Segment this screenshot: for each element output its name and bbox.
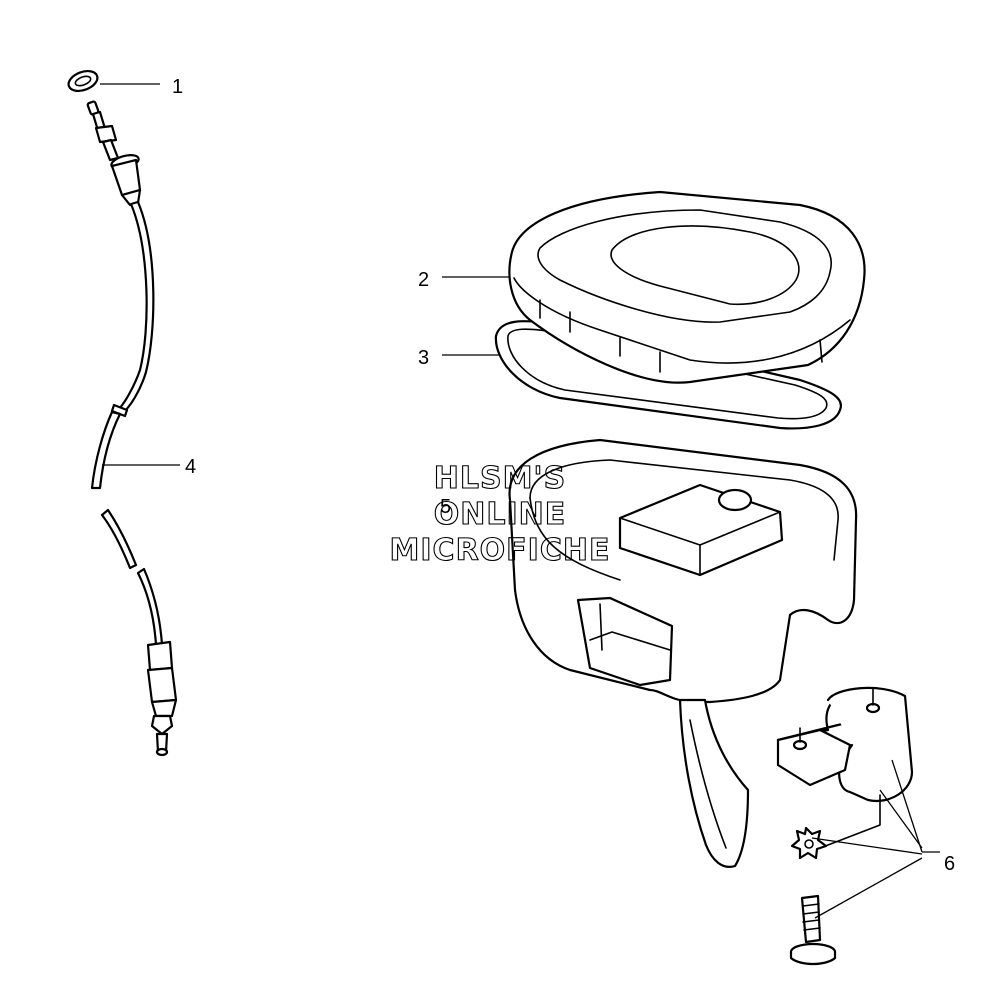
watermark-line-3: MICROFICHE [390, 533, 611, 568]
watermark-line-1: HLSM'S [434, 461, 566, 496]
leader-6a [879, 789, 923, 849]
watermark-line-2: ONLINE [434, 497, 567, 532]
cover-part [508, 190, 866, 384]
callout-4: 4 [185, 456, 196, 478]
callout-3: 3 [418, 347, 429, 369]
callout-5: 5 [440, 496, 451, 518]
callout-1: 1 [172, 76, 183, 98]
leader-6d [891, 759, 923, 853]
o-ring-part [67, 70, 99, 92]
throttle-housing-part [508, 438, 858, 868]
leader-6b [811, 837, 923, 855]
clamp-part [776, 686, 914, 966]
callout-2: 2 [418, 269, 429, 291]
throttle-cable-part [86, 100, 178, 757]
callout-6: 6 [944, 853, 955, 875]
leader-6c [814, 857, 923, 919]
watermark: HLSM'S ONLINE MICROFICHE [389, 460, 611, 568]
